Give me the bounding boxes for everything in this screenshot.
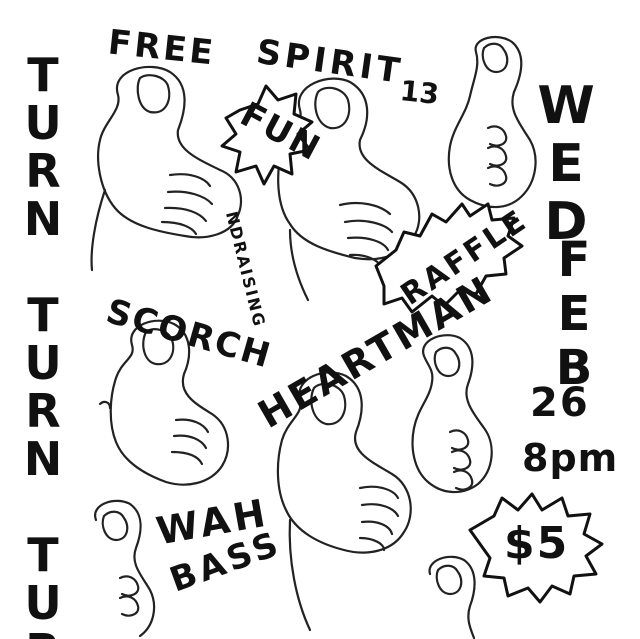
thumbs-up-hand-drawing bbox=[428, 555, 476, 639]
date-day: 26 bbox=[530, 380, 590, 426]
side-text-turn-turn-turn: TURN TURN TURN bbox=[16, 48, 70, 639]
price-starburst bbox=[468, 492, 604, 604]
fun-starburst bbox=[220, 84, 314, 186]
date-month: FEB bbox=[546, 232, 602, 394]
band-number: 13 bbox=[398, 74, 441, 111]
thumbs-up-hand-drawing bbox=[94, 499, 156, 638]
thumbs-up-hand-drawing bbox=[447, 35, 537, 209]
thumbs-up-hand-drawing bbox=[90, 65, 243, 272]
raffle-starburst bbox=[374, 202, 524, 314]
thumbs-up-hand-drawing bbox=[109, 319, 229, 486]
ink-mark bbox=[98, 400, 112, 410]
thumbs-up-hand-drawing bbox=[276, 371, 412, 632]
thumbs-up-hand-drawing bbox=[411, 334, 493, 494]
date-weekday: WED bbox=[536, 76, 596, 250]
price-text: $5 bbox=[504, 518, 570, 569]
event-time: 8pm bbox=[522, 436, 619, 480]
